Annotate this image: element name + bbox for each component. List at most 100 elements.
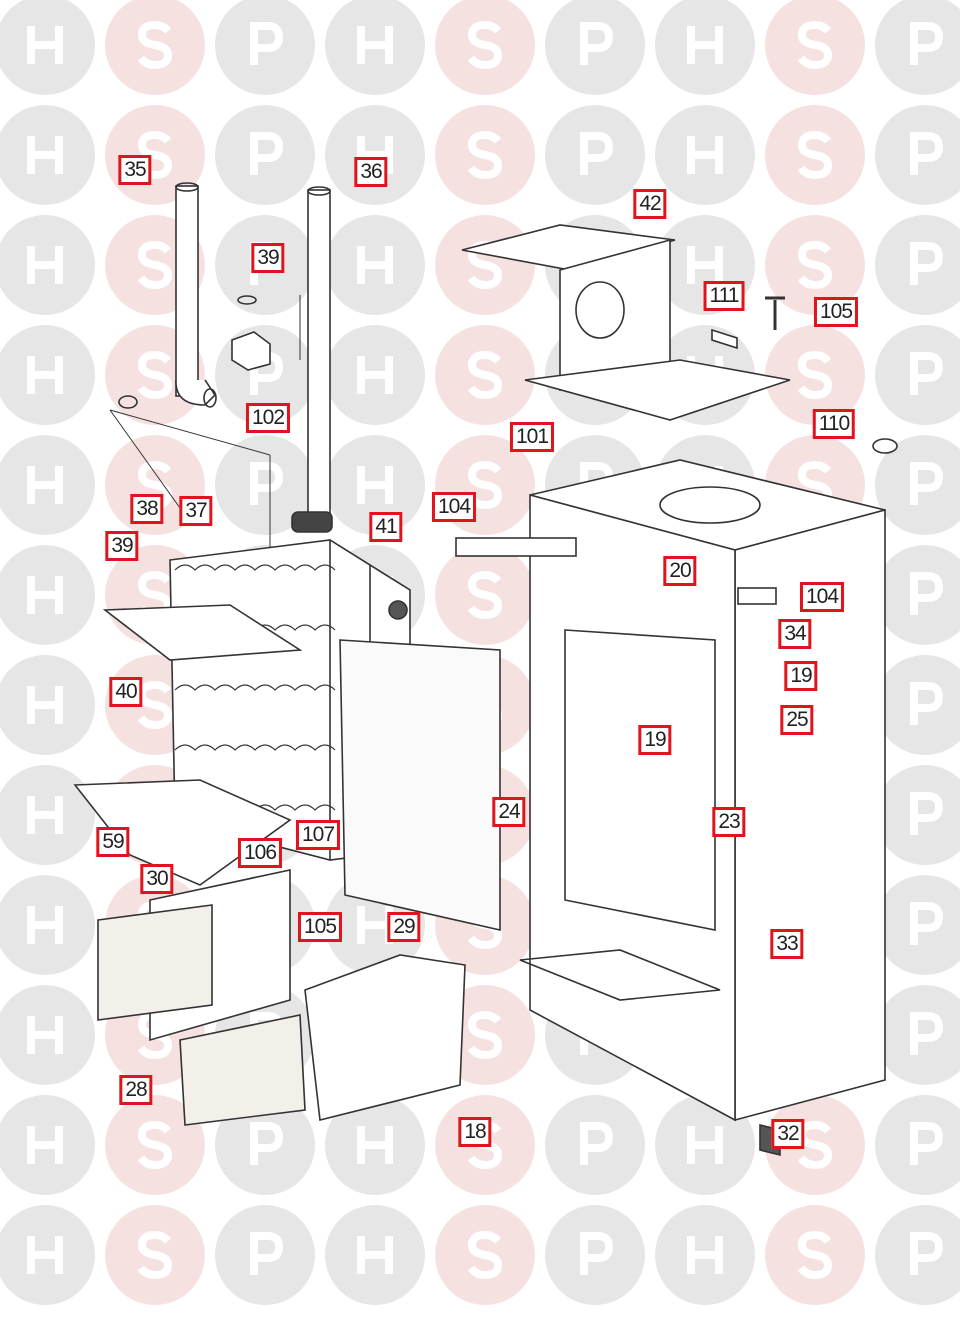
watermark-h-mark <box>325 325 425 425</box>
insulation-24 <box>339 639 501 932</box>
pipe-35 <box>175 182 217 408</box>
label-39b[interactable]: 39 <box>105 531 139 561</box>
label-40[interactable]: 40 <box>109 677 143 707</box>
label-42[interactable]: 42 <box>633 189 667 219</box>
strip-104 <box>455 537 577 557</box>
label-18[interactable]: 18 <box>458 1117 492 1147</box>
watermark-p-mark <box>545 0 645 95</box>
clip-39 <box>237 295 257 305</box>
cover-29 <box>304 954 466 1121</box>
label-105[interactable]: 105 <box>813 297 859 327</box>
screw-105 <box>765 296 785 330</box>
watermark-p-mark <box>875 105 960 205</box>
label-101[interactable]: 101 <box>509 422 555 452</box>
watermark-h-mark <box>0 545 95 645</box>
watermark-h-mark <box>0 0 95 95</box>
watermark-s-mark <box>765 215 865 315</box>
watermark-s-mark <box>105 1095 205 1195</box>
watermark-h-mark <box>325 435 425 535</box>
label-24[interactable]: 24 <box>492 797 526 827</box>
label-41[interactable]: 41 <box>369 512 403 542</box>
label-37[interactable]: 37 <box>179 496 213 526</box>
label-36[interactable]: 36 <box>354 157 388 187</box>
watermark-h-mark <box>655 105 755 205</box>
watermark-h-mark <box>0 1095 95 1195</box>
label-111[interactable]: 111 <box>703 281 745 311</box>
label-35[interactable]: 35 <box>118 155 152 185</box>
baffle-40 <box>102 604 303 661</box>
watermark-h-mark <box>0 985 95 1085</box>
label-107[interactable]: 107 <box>295 820 341 850</box>
watermark-h-mark <box>325 105 425 205</box>
label-34[interactable]: 34 <box>778 619 812 649</box>
label-25[interactable]: 25 <box>780 705 814 735</box>
watermark-p-mark <box>875 655 960 755</box>
watermark-s-mark <box>105 0 205 95</box>
watermark-p-mark <box>215 1205 315 1305</box>
watermark-s-mark <box>765 325 865 425</box>
label-59[interactable]: 59 <box>96 827 130 857</box>
watermark-p-mark <box>875 765 960 865</box>
grommet-110 <box>872 438 898 454</box>
watermark-s-mark <box>105 1205 205 1305</box>
watermark-h-mark <box>655 0 755 95</box>
watermark-s-mark <box>765 1205 865 1305</box>
watermark-p-mark <box>545 1095 645 1195</box>
label-38[interactable]: 38 <box>130 494 164 524</box>
label-39[interactable]: 39 <box>251 243 285 273</box>
label-104b[interactable]: 104 <box>799 582 845 612</box>
label-110[interactable]: 110 <box>812 409 856 439</box>
panel-28 <box>97 904 306 1126</box>
label-105b[interactable]: 105 <box>297 912 343 942</box>
watermark-h-mark <box>325 1095 425 1195</box>
label-104[interactable]: 104 <box>431 492 477 522</box>
label-33[interactable]: 33 <box>770 929 804 959</box>
o-ring <box>118 395 138 409</box>
watermark-h-mark <box>325 1205 425 1305</box>
sensor-102 <box>231 331 271 371</box>
watermark-p-mark <box>545 105 645 205</box>
watermark-p-mark <box>875 0 960 95</box>
watermark-p-mark <box>875 1095 960 1195</box>
label-102[interactable]: 102 <box>245 403 291 433</box>
label-20[interactable]: 20 <box>663 556 697 586</box>
watermark-h-mark <box>325 215 425 315</box>
label-19[interactable]: 19 <box>784 661 818 691</box>
watermark-p-mark <box>875 325 960 425</box>
watermark-s-mark <box>435 0 535 95</box>
watermark-h-mark <box>0 1205 95 1305</box>
watermark-s-mark <box>765 105 865 205</box>
watermark-p-mark <box>875 545 960 645</box>
label-32[interactable]: 32 <box>771 1119 805 1149</box>
pipe-36 <box>291 186 333 533</box>
watermark-h-mark <box>325 0 425 95</box>
watermark-s-mark <box>765 0 865 95</box>
label-23[interactable]: 23 <box>712 807 746 837</box>
watermark-p-mark <box>875 1205 960 1305</box>
watermark-p-mark <box>875 435 960 535</box>
watermark-s-mark <box>435 545 535 645</box>
watermark-p-mark <box>875 875 960 975</box>
watermark-s-mark <box>435 325 535 425</box>
label-19b[interactable]: 19 <box>638 725 672 755</box>
watermark-p-mark <box>215 1095 315 1195</box>
watermark-h-mark <box>0 655 95 755</box>
watermark-h-mark <box>0 875 95 975</box>
casing-101 <box>519 459 886 1122</box>
label-106[interactable]: 106 <box>237 838 283 868</box>
label-30[interactable]: 30 <box>140 864 174 894</box>
watermark-h-mark <box>655 1095 755 1195</box>
watermark-p-mark <box>875 985 960 1085</box>
watermark-s-mark <box>435 105 535 205</box>
watermark-h-mark <box>0 435 95 535</box>
watermark-p-mark <box>875 215 960 315</box>
watermark-p-mark <box>545 1205 645 1305</box>
watermark-h-mark <box>0 105 95 205</box>
watermark-h-mark <box>0 325 95 425</box>
label-29[interactable]: 29 <box>387 912 421 942</box>
hood-42 <box>461 224 791 421</box>
strip-104b <box>737 587 777 605</box>
watermark-h-mark <box>655 1205 755 1305</box>
label-28[interactable]: 28 <box>119 1075 153 1105</box>
